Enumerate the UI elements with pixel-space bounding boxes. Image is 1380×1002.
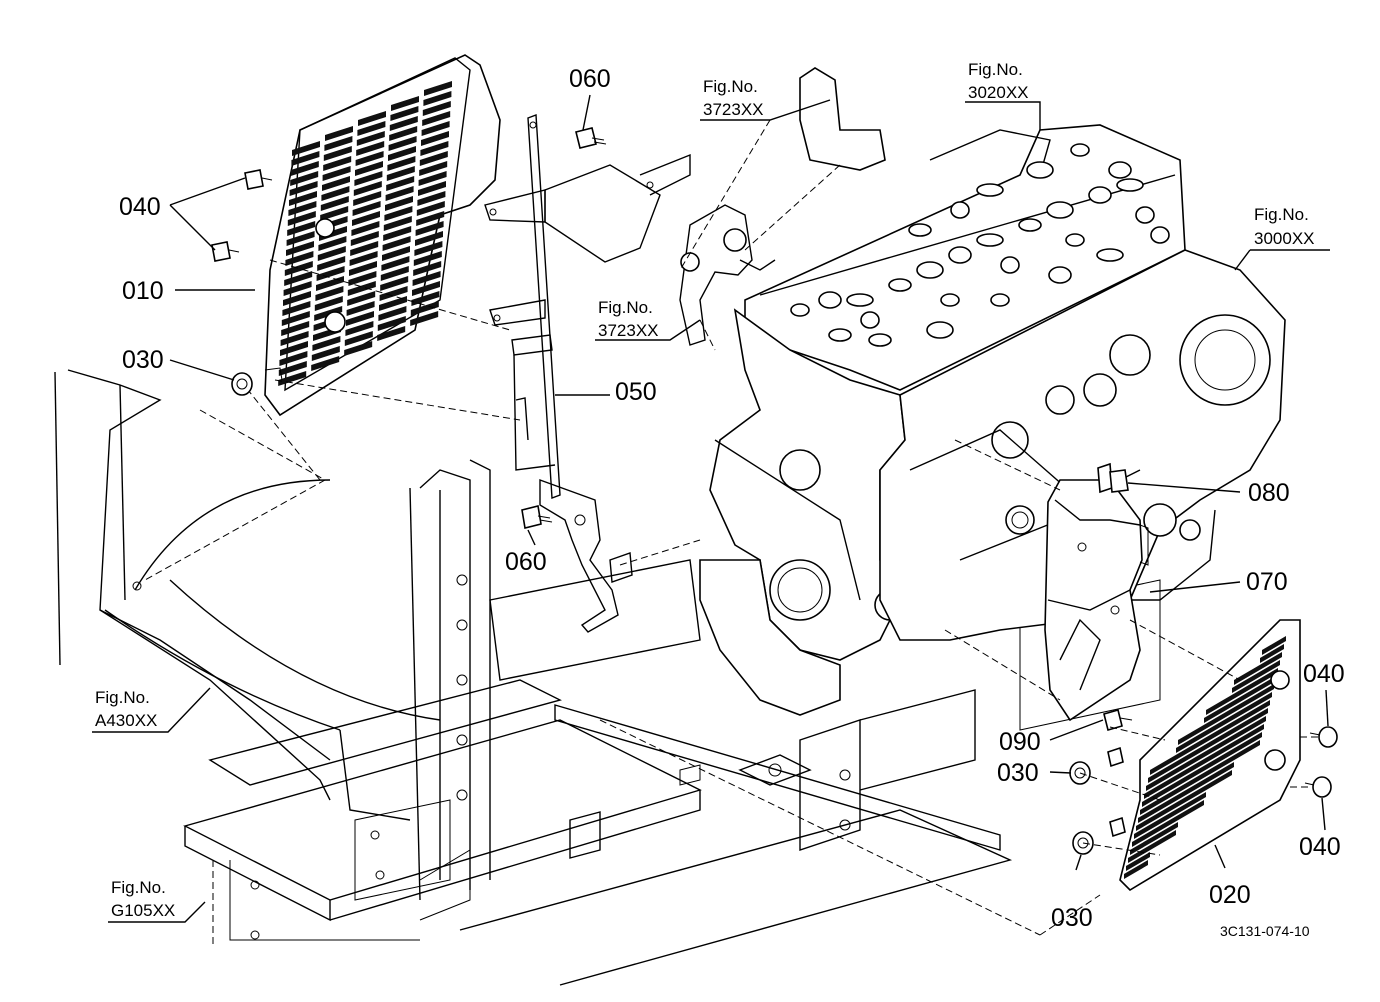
label-050: 050 xyxy=(615,378,657,406)
bolt-040-left-a xyxy=(244,169,273,190)
fig-ref-3020-label: Fig.No. xyxy=(968,60,1023,79)
fig-ref-a430-label: Fig.No. xyxy=(95,688,150,707)
bolt-040-right-a xyxy=(1309,726,1338,748)
grill-pattern-right xyxy=(1124,636,1286,879)
fig-ref-3723-mid-code: 3723XX xyxy=(598,321,659,340)
bolt-090 xyxy=(1103,709,1133,731)
drawing-code: 3C131-074-10 xyxy=(1220,923,1310,939)
label-070: 070 xyxy=(1246,568,1288,596)
label-040-right-a: 040 xyxy=(1303,660,1345,688)
label-030-right-a: 030 xyxy=(997,759,1039,787)
fig-ref-3723-top-code: 3723XX xyxy=(703,100,764,119)
label-040-right-b: 040 xyxy=(1299,833,1341,861)
intake-pipe xyxy=(679,67,886,346)
cylinder-head-ports xyxy=(790,143,1170,347)
leader-lines xyxy=(92,94,1330,936)
figure-references: Fig.No. 3723XX Fig.No. 3020XX Fig.No. 30… xyxy=(95,60,1315,920)
bracket-rod-050 xyxy=(511,114,633,633)
fig-ref-3000-label: Fig.No. xyxy=(1254,205,1309,224)
label-060-lower: 060 xyxy=(505,548,547,576)
bolt-060-lower xyxy=(521,505,553,529)
fig-ref-3723-top-label: Fig.No. xyxy=(703,77,758,96)
fig-ref-a430-code: A430XX xyxy=(95,711,157,730)
fig-ref-3000-code: 3000XX xyxy=(1254,229,1315,248)
fig-ref-g105-code: G105XX xyxy=(111,901,175,920)
bolt-080 xyxy=(1097,462,1129,494)
label-040-left: 040 xyxy=(119,193,161,221)
fig-ref-3723-mid-label: Fig.No. xyxy=(598,298,653,317)
bolt-040-left-b xyxy=(211,241,240,262)
label-030-right-b: 030 xyxy=(1051,904,1093,932)
nut-030-left xyxy=(231,367,283,396)
part-labels: 040 010 030 060 050 060 080 070 090 030 … xyxy=(119,65,1345,932)
fig-ref-g105-label: Fig.No. xyxy=(111,878,166,897)
label-020: 020 xyxy=(1209,881,1251,909)
label-030-left: 030 xyxy=(122,346,164,374)
bolt-060-top xyxy=(575,127,607,149)
grill-right-020 xyxy=(1119,619,1301,892)
label-080: 080 xyxy=(1248,479,1290,507)
bracket-060-top xyxy=(484,153,691,326)
grill-left-010 xyxy=(264,54,501,417)
label-010: 010 xyxy=(122,277,164,305)
bolt-040-right-b xyxy=(1304,776,1332,798)
bracket-070 xyxy=(1044,479,1149,722)
label-090: 090 xyxy=(999,728,1041,756)
radiator-shroud xyxy=(54,369,491,921)
label-060-top: 060 xyxy=(569,65,611,93)
engine-block xyxy=(699,124,1286,716)
grill-pattern-left xyxy=(278,81,452,386)
fig-ref-3020-code: 3020XX xyxy=(968,83,1029,102)
